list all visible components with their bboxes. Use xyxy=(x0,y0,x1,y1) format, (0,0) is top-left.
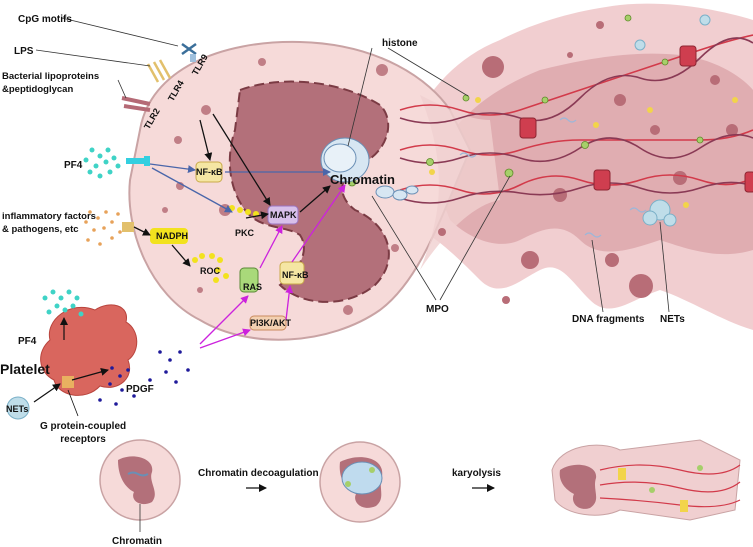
dna-fragments xyxy=(459,117,647,238)
label-karyolysis: karyolysis xyxy=(452,468,501,479)
stage-cell-3 xyxy=(551,439,741,521)
label-nets-small: NETs xyxy=(6,404,29,414)
nadph-box xyxy=(150,228,188,244)
net-granules xyxy=(438,21,738,304)
roc-dots xyxy=(192,253,229,283)
stage-cell-1 xyxy=(99,439,181,532)
inflammatory-dots xyxy=(84,210,122,246)
label-pdgf: PDGF xyxy=(126,384,154,395)
label-cpg-motifs: CpG motifs xyxy=(18,14,72,25)
pdgf-dots xyxy=(98,350,190,406)
histone-dots xyxy=(429,97,738,208)
stage-cell-2 xyxy=(319,441,401,523)
label-stage-chromatin: Chromatin xyxy=(112,536,162,547)
tlr2-icon xyxy=(121,96,151,112)
pi3k-barrel xyxy=(249,315,287,331)
histone-barrels xyxy=(519,45,753,193)
label-platelet: Platelet xyxy=(0,361,50,377)
pf4-receptor xyxy=(126,156,150,166)
inflammatory-receptor xyxy=(122,222,134,232)
label-pf4-platelet: PF4 xyxy=(18,336,37,347)
pathway-arrows xyxy=(133,113,346,349)
platelet-arrows xyxy=(33,317,109,417)
label-pi3k-akt: PI3K/AKT xyxy=(250,318,292,328)
label-nfkb-mid: NF-κB xyxy=(282,270,309,280)
label-pf4-top: PF4 xyxy=(64,160,83,171)
label-nadph: NADPH xyxy=(156,231,189,241)
chromatin-coil xyxy=(320,137,419,201)
nets-clump-icon xyxy=(634,14,711,227)
nets-cloud xyxy=(400,3,753,330)
label-ras: RAS xyxy=(243,282,263,292)
label-bacterial-lipoproteins: Bacterial lipoproteins &peptidoglycan xyxy=(2,71,100,95)
label-mpo: MPO xyxy=(426,304,449,315)
label-roc: ROC xyxy=(200,266,220,276)
label-lps: LPS xyxy=(14,46,34,57)
label-nets: NETs xyxy=(660,314,685,325)
nfkb-top-barrel xyxy=(195,161,223,183)
tlr9-icon xyxy=(181,42,197,62)
ras-barrel xyxy=(239,267,259,293)
tlr4-icon xyxy=(146,59,172,83)
leader-lines xyxy=(35,17,670,313)
label-histone: histone xyxy=(382,38,418,49)
pf4-dots-platelet xyxy=(42,289,84,317)
nets-small-icon xyxy=(6,396,30,420)
label-chromatin-main: Chromatin xyxy=(330,172,395,187)
label-dna-fragments: DNA fragments xyxy=(572,314,645,325)
pf4-dots-top xyxy=(83,147,121,179)
label-pkc: PKC xyxy=(235,228,255,238)
label-inflammatory-factors: inflammatory factors & pathogens, etc xyxy=(2,211,96,235)
platelet xyxy=(40,304,138,396)
nucleus xyxy=(228,80,390,303)
label-chromatin-decoagulation: Chromatin decoagulation xyxy=(198,468,319,479)
label-mapk: MAPK xyxy=(270,210,297,220)
label-nfkb-top: NF-κB xyxy=(196,167,223,177)
label-gpcr: G protein-coupled receptors xyxy=(40,421,127,445)
